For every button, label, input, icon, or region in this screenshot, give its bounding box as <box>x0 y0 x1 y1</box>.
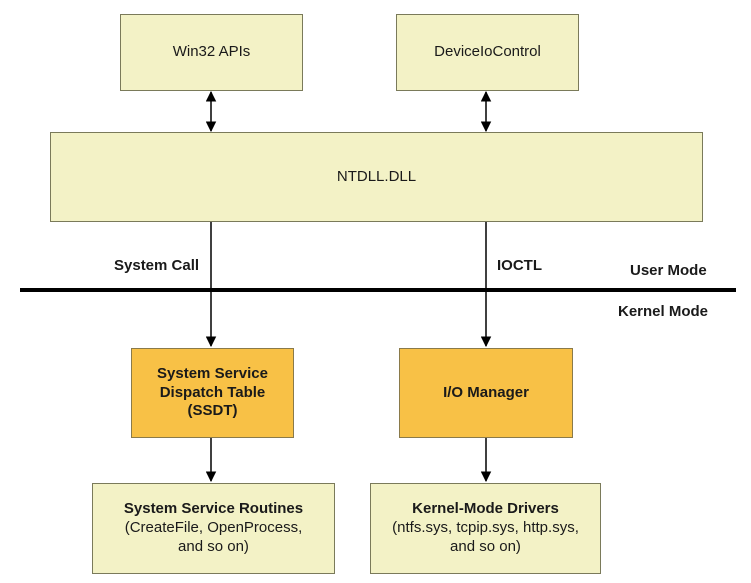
win32-apis-label: Win32 APIs <box>172 43 251 61</box>
ssr-title: System Service Routines <box>123 500 304 518</box>
kmd-line2: (ntfs.sys, tcpip.sys, http.sys, <box>392 519 579 537</box>
user-mode-label: User Mode <box>630 262 707 279</box>
kernel-mode-label: Kernel Mode <box>618 303 709 320</box>
ntdll-box: NTDLL.DLL <box>50 132 703 222</box>
ssdt-line3: (SSDT) <box>187 402 238 420</box>
kmd-line3: and so on) <box>450 537 521 555</box>
win32-apis-box: Win32 APIs <box>120 14 303 91</box>
ssr-line2: (CreateFile, OpenProcess, <box>124 519 303 537</box>
ssdt-box: System Service Dispatch Table (SSDT) <box>131 348 294 438</box>
ssdt-line2: Dispatch Table <box>159 383 266 401</box>
system-call-label: System Call <box>114 257 200 274</box>
ioctl-label: IOCTL <box>497 257 542 274</box>
kmd-title: Kernel-Mode Drivers <box>412 500 559 518</box>
system-service-routines-box: System Service Routines (CreateFile, Ope… <box>92 483 335 574</box>
ssr-line3: and so on) <box>178 537 249 555</box>
io-manager-box: I/O Manager <box>399 348 573 438</box>
deviceiocontrol-label: DeviceIoControl <box>434 43 541 61</box>
kernel-mode-drivers-box: Kernel-Mode Drivers (ntfs.sys, tcpip.sys… <box>370 483 601 574</box>
ntdll-label: NTDLL.DLL <box>336 167 417 185</box>
io-manager-label: I/O Manager <box>443 383 529 401</box>
ssdt-line1: System Service <box>157 364 268 382</box>
deviceiocontrol-box: DeviceIoControl <box>396 14 579 91</box>
